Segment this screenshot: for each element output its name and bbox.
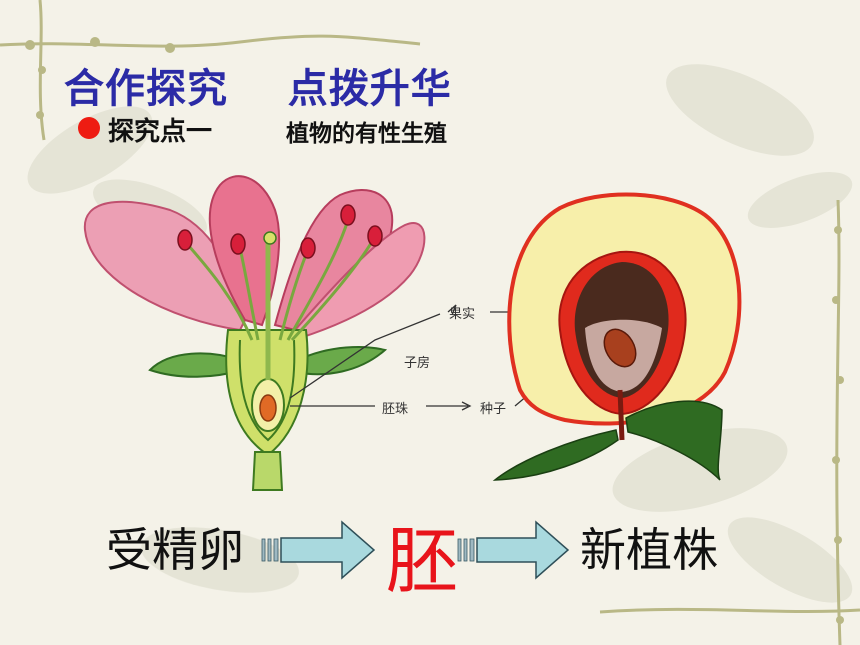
subtitle-topic: 植物的有性生殖 (286, 121, 447, 147)
label-ovule: 胚珠 (382, 402, 409, 417)
label-ovary: 子房 (404, 356, 431, 371)
slide-title: 合作探究 点拨升华 (64, 66, 452, 112)
bullet-dot-icon (78, 117, 100, 139)
flow-arrow-1 (261, 520, 376, 580)
flow-step-fertilized-egg: 受精卵 (106, 523, 244, 577)
label-seed: 种子 (480, 402, 507, 417)
flow-arrow-2 (457, 520, 570, 580)
subtitle-main: 探究点一 (108, 117, 213, 147)
label-fruit: 果实 (449, 307, 476, 322)
fruit-drawing (492, 192, 742, 481)
flower-drawing (83, 175, 426, 491)
flow-step-embryo: 胚 (386, 519, 459, 603)
flow-step-new-plant: 新植株 (580, 523, 718, 577)
